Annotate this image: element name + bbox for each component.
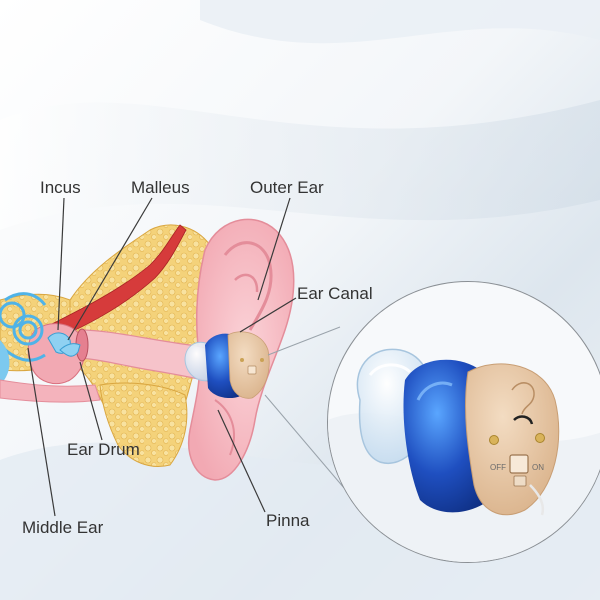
hearing-aid-in-ear bbox=[184, 331, 270, 399]
device-pull-string bbox=[529, 484, 545, 516]
leader-incus bbox=[57, 197, 65, 331]
switch-off-label: OFF bbox=[490, 463, 506, 472]
device-contact bbox=[489, 435, 499, 445]
switch-on-label: ON bbox=[532, 463, 544, 472]
middle-ear-cavity bbox=[27, 323, 85, 384]
leader-pinna bbox=[217, 409, 266, 513]
label-incus: Incus bbox=[40, 178, 81, 197]
leader-lines bbox=[27, 197, 297, 517]
leader-malleus bbox=[67, 197, 153, 341]
zoom-leader-line bbox=[267, 326, 341, 356]
zoom-leader-line bbox=[264, 394, 351, 496]
ossicles bbox=[47, 332, 81, 357]
background-wave bbox=[200, 0, 600, 44]
leader-ear-canal bbox=[239, 297, 297, 333]
leader-ear-drum bbox=[79, 361, 103, 441]
label-middle-ear: Middle Ear bbox=[22, 518, 104, 537]
skin-layer bbox=[0, 379, 101, 403]
power-switch bbox=[509, 454, 529, 474]
pinna-fold bbox=[234, 273, 259, 293]
vestibule bbox=[0, 340, 10, 385]
pinna-fold bbox=[214, 399, 235, 456]
device-emboss bbox=[511, 382, 535, 415]
leader-middle-ear bbox=[27, 347, 56, 517]
label-malleus: Malleus bbox=[131, 178, 190, 197]
microphone-port bbox=[513, 415, 534, 425]
label-outer-ear: Outer Ear bbox=[250, 178, 324, 197]
label-ear-drum: Ear Drum bbox=[67, 440, 140, 459]
mastoid-bone bbox=[99, 382, 188, 467]
device-contact bbox=[535, 433, 545, 443]
device-faceplate bbox=[465, 363, 560, 516]
pinna-fold bbox=[223, 241, 273, 331]
background-wave bbox=[0, 100, 600, 230]
label-ear-canal: Ear Canal bbox=[297, 284, 373, 303]
artery bbox=[39, 224, 187, 343]
magnified-device-circle: OFF ON bbox=[327, 281, 600, 563]
label-pinna: Pinna bbox=[266, 511, 310, 530]
leader-outer-ear bbox=[257, 197, 291, 301]
